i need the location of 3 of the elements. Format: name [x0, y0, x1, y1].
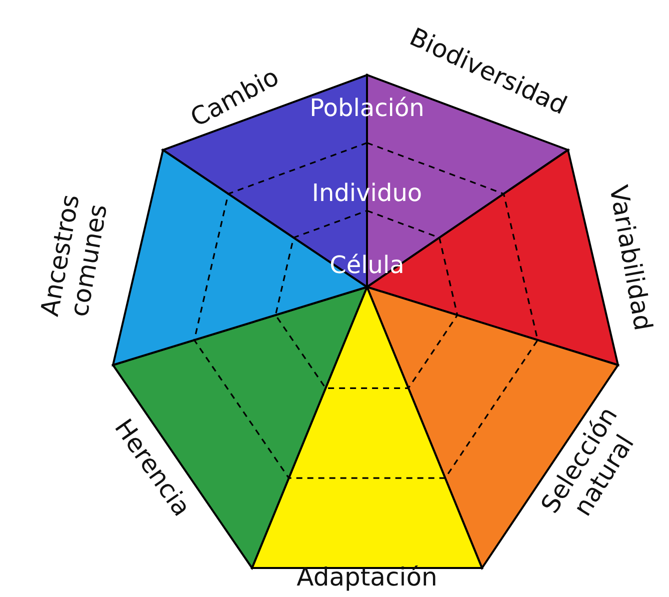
sector-label: Adaptación — [296, 564, 438, 592]
sector-label: Ancestros comunes — [35, 191, 114, 321]
sector-label: Variabilidad — [603, 183, 657, 333]
